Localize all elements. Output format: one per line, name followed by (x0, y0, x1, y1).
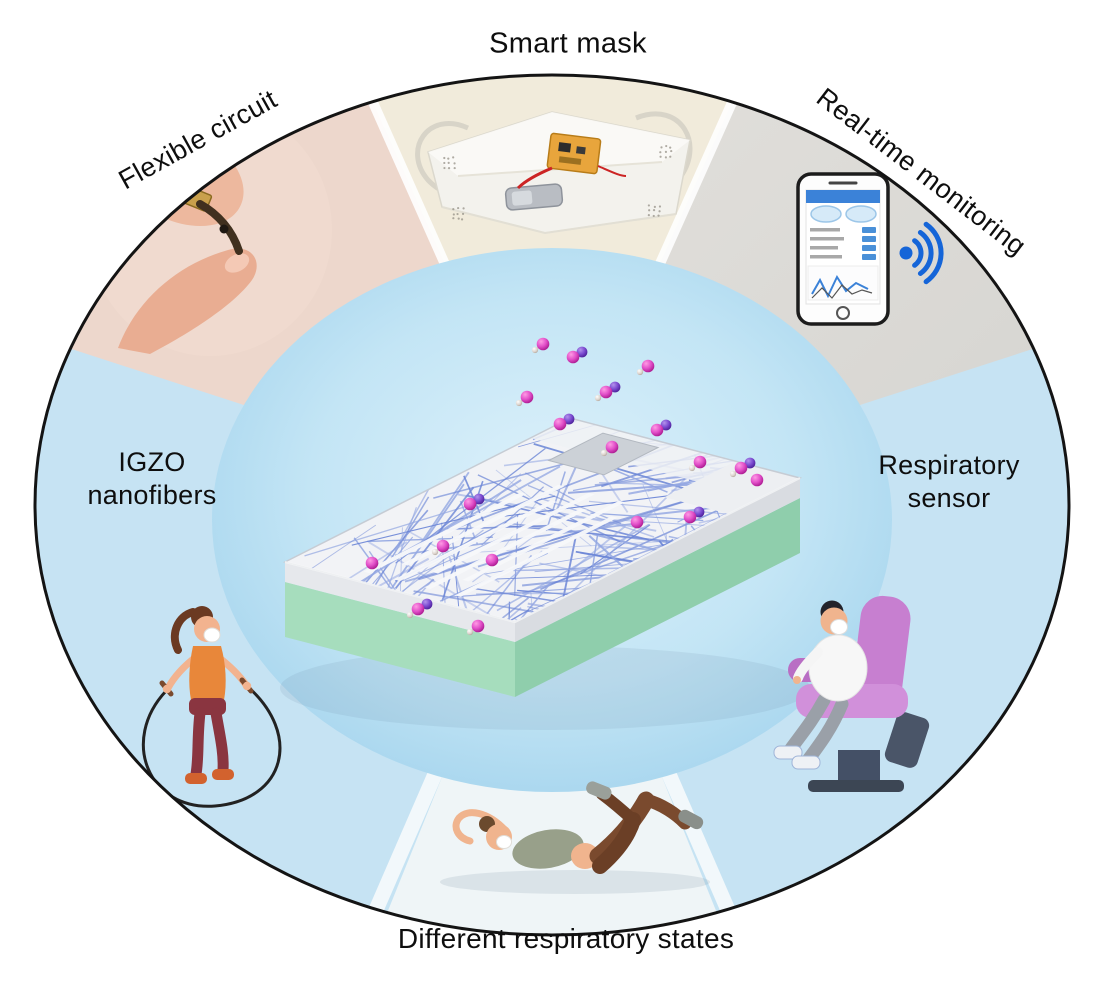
person-jumping-rope (141, 606, 282, 808)
label-different-respiratory-states: Different respiratory states (397, 923, 735, 954)
label-smart-mask: Smart mask (489, 27, 647, 60)
ponytail (170, 608, 197, 654)
red-wire (516, 166, 553, 190)
sports-top (512, 829, 584, 869)
app-header-bar (806, 190, 880, 203)
wedge-bottom-center (252, 505, 852, 935)
sensor-pcb (546, 132, 602, 175)
substrate-green-left (285, 582, 515, 697)
person-sitting-in-chair (773, 595, 930, 792)
wedge-smart-mask (227, 75, 879, 505)
label-respiratory-line1: Respiratory (878, 450, 1020, 481)
label-igzo-line1: IGZO (118, 447, 186, 478)
chart-panel (807, 265, 879, 301)
label-respiratory-sensor: Respiratory sensor (878, 449, 1019, 515)
label-igzo-line2: nanofibers (87, 480, 217, 510)
tank-top (189, 646, 226, 700)
thumb (118, 248, 257, 354)
face-mask (203, 627, 221, 643)
outer-ellipse-outline (33, 73, 1071, 937)
face-mask (496, 835, 512, 849)
label-igzo-nanofibers: IGZO nanofibers (87, 446, 216, 512)
person-exercising-floor (440, 781, 710, 894)
wireless-signal-icon (899, 221, 944, 285)
home-button (836, 306, 850, 320)
face-mask (830, 619, 848, 635)
photo-smart-mask (415, 111, 693, 235)
smartphone-icon (796, 172, 890, 326)
mask-texture-dots (443, 144, 673, 221)
substrate-green-right (515, 498, 800, 697)
torso (808, 634, 868, 702)
flexible-film (196, 200, 243, 255)
gas-molecules (365, 337, 764, 636)
contact-pad-right (664, 461, 800, 514)
jump-rope (141, 684, 282, 808)
label-respiratory-line2: sensor (907, 483, 991, 513)
